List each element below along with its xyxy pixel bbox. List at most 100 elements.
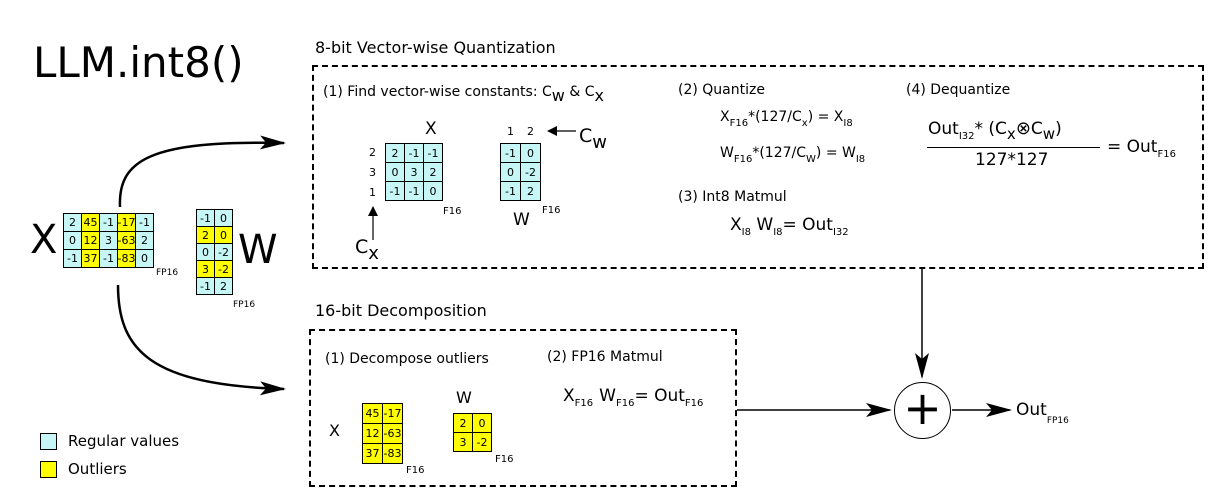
dq-b: * (C [974,119,1007,139]
decomp-section-title: 16-bit Decomposition [315,301,487,320]
mm-c-sub: I32 [832,227,849,238]
matrix-cell: 0 [472,413,492,433]
vector-w-label: W [513,210,530,230]
decomp-x-dtype: F16 [406,465,425,476]
step1-text: (1) Find vector-wise constants: C [323,84,552,100]
dq-rhs-sub: F16 [1157,149,1176,160]
q1-b: *(127/C [748,109,802,125]
legend-outlier-swatch [40,461,57,478]
q1-b-sub: x [801,118,808,129]
dq-d: ) [1055,119,1062,139]
matrix-cell: 0 [423,181,443,201]
dq-c: C [1030,119,1043,139]
legend-outliers-label: Outliers [68,460,127,478]
mm-a-sub: I8 [741,227,751,238]
dmm-a: X [563,386,575,406]
vector-step1-label: (1) Find vector-wise constants: Cw & Cx [323,83,604,104]
matrix-cell: 0 [135,249,154,268]
q2-a-sub: F16 [733,154,753,165]
quantize-x-equation: XF16*(127/Cx) = XI8 [720,109,853,129]
legend-regular-swatch [40,433,57,450]
input-x-dtype: FP16 [156,268,179,278]
matrix-cell: -83 [117,249,136,268]
cx-c: C [355,236,369,258]
int8-matmul-equation: XI8 WI8= OutI32 [730,215,849,238]
legend-regular-label: Regular values [68,432,180,450]
dmm-a-sub: F16 [574,398,594,409]
plus-symbol: + [903,380,942,435]
matrix-cell: 2 [520,181,541,201]
dq-c-sub: w [1042,125,1056,143]
vector-step2-label: (2) Quantize [678,82,765,98]
vector-x-dtype: F16 [443,206,462,217]
q1-a: X [720,109,730,125]
decomp-w-label: W [456,388,472,407]
q1-c-sub: I8 [843,118,853,129]
dequantize-rhs: = OutF16 [1107,137,1176,160]
q1-c: ) = X [807,109,844,125]
dmm-b: W [599,386,616,406]
q2-c-sub: I8 [855,154,866,165]
vector-step3-label: (3) Int8 Matmul [678,189,787,205]
dequantize-numerator: OutI32* (Cx⊗Cw) [928,118,1062,142]
constant-label: 1 [369,186,376,199]
matrix-cell: -2 [472,432,492,452]
vector-x-label: X [425,119,437,139]
vector-w-dtype: F16 [542,205,561,216]
dmm-c: = Out [634,386,685,406]
step1-w-sub: w [551,86,565,105]
cw-c: C [579,125,593,147]
q1-a-sub: F16 [729,118,749,129]
arrow-to-vector-box [118,135,286,208]
step1-x-sub: x [594,86,604,105]
dequantize-denominator: 127*127 [975,150,1049,170]
mm-b-sub: I8 [773,227,783,238]
matrix-cell: 37 [81,249,100,268]
matrix-cell: -17 [117,213,136,232]
output-label: OutFP16 [1016,400,1069,426]
matrix-cell: -17 [382,403,403,424]
plus-operator: + [894,382,951,439]
dq-rhs: = Out [1107,137,1158,157]
matrix-cell: 2 [214,277,233,295]
decomp-w-dtype: F16 [495,454,514,465]
decomposition-box [309,329,737,487]
matrix-cell: -1 [404,181,424,201]
cw-label: Cw [579,125,607,152]
q2-b: *(127/C [752,145,807,161]
mm-a: X [730,215,742,235]
matrix-cell: 12 [81,231,100,250]
input-x-label: X [30,217,58,263]
matrix-cell: -63 [382,423,403,444]
constant-label: 2 [527,125,534,138]
mm-b: W [750,215,774,235]
input-w-label: W [238,227,278,273]
constant-label: 1 [507,125,514,138]
constant-label: 2 [369,146,376,159]
decomp-step1-label: (1) Decompose outliers [325,351,489,367]
out-sub: FP16 [1046,416,1069,426]
decomp-x-label: X [329,421,340,440]
cw-sub: w [592,132,608,153]
step1-amp: & C [564,84,595,100]
arrow-to-decomp-box [116,284,286,396]
cx-sub: x [368,243,379,264]
quantize-w-equation: WF16*(127/CW) = WI8 [720,145,865,165]
dq-a: Out [928,119,959,139]
vector-quantization-box [312,65,1204,269]
vector-section-title: 8-bit Vector-wise Quantization [315,38,556,57]
dmm-c-sub: F16 [684,398,704,409]
q2-c: ) = W [815,145,856,161]
page-title: LLM.int8() [33,38,244,87]
otimes-icon: ⊗ [1015,118,1031,139]
matrix-cell: -83 [382,443,403,464]
constant-label: 3 [369,166,376,179]
dq-b-sub: x [1006,125,1016,143]
q2-b-sub: W [806,154,816,165]
out-text: Out [1016,400,1047,420]
dmm-b-sub: F16 [615,398,635,409]
matrix-cell: 37 [362,443,383,464]
cx-label: Cx [355,236,379,263]
